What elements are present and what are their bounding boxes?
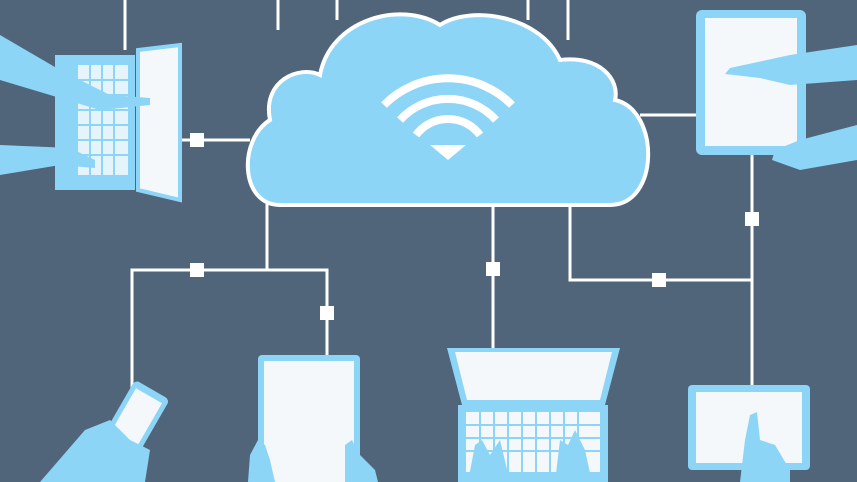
hand-icon xyxy=(740,412,790,482)
hand-icon xyxy=(725,45,857,170)
cloud-icon xyxy=(245,12,651,207)
connector-node-icon xyxy=(190,133,759,320)
hand-icon xyxy=(248,440,378,482)
laptop-icon xyxy=(55,42,182,203)
wifi-icon xyxy=(381,74,515,160)
hand-icon xyxy=(40,420,150,482)
tablet-icon xyxy=(258,355,360,482)
hand-icon xyxy=(468,430,592,482)
hand-icon xyxy=(0,35,150,175)
